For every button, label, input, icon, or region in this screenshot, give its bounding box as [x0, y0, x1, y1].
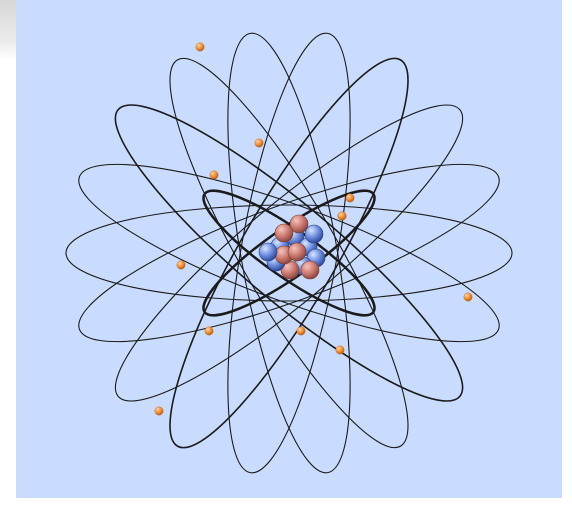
neutron-11 — [259, 243, 277, 261]
electron-10 — [155, 407, 163, 415]
electron-8 — [297, 327, 305, 335]
electron-1 — [196, 43, 204, 51]
proton-10 — [301, 261, 319, 279]
electron-12 — [338, 212, 346, 220]
electron-5 — [177, 261, 185, 269]
electron-9 — [336, 346, 344, 354]
neutron-13 — [305, 225, 323, 243]
electron-6 — [464, 293, 472, 301]
atom-illustration — [16, 0, 562, 498]
proton-14 — [275, 224, 293, 242]
electron-2 — [255, 139, 263, 147]
proton-9 — [288, 243, 306, 261]
electron-11 — [346, 194, 354, 202]
electron-3 — [210, 171, 218, 179]
left-corner-fade — [0, 0, 16, 60]
electron-7 — [205, 327, 213, 335]
